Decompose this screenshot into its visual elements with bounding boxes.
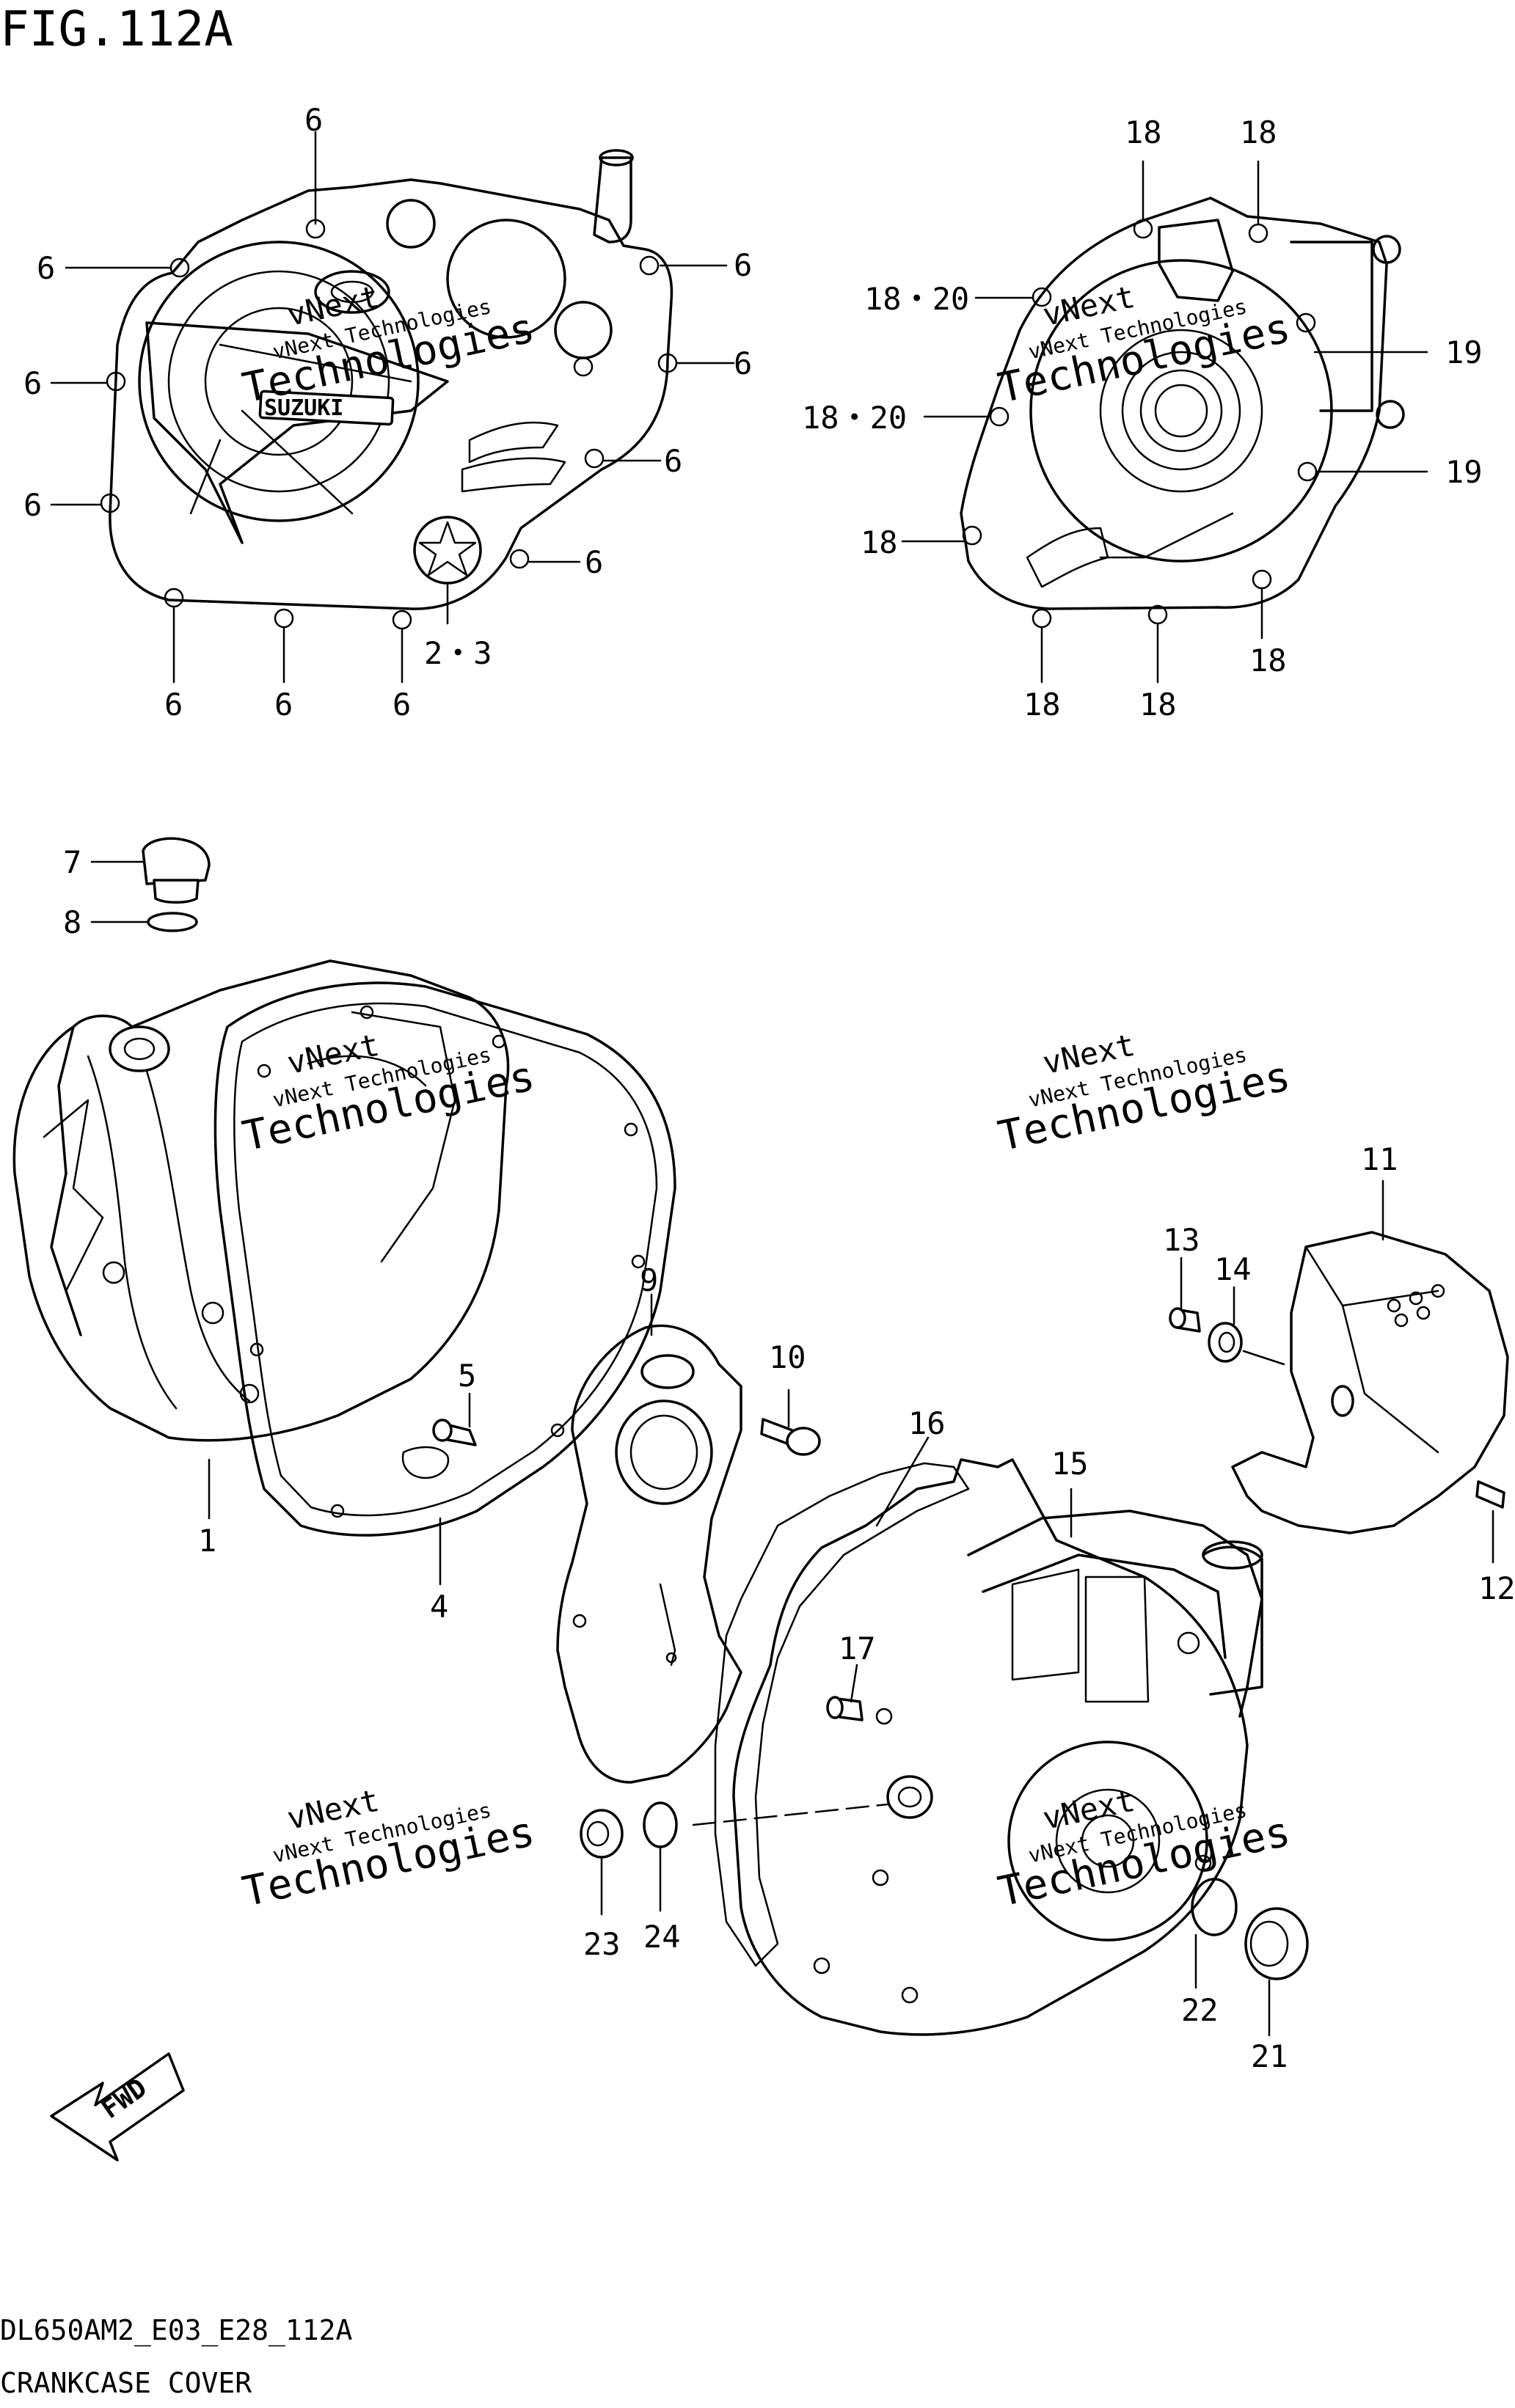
callout-18-20: 18・20 (802, 400, 907, 436)
callout-18: 18 (1139, 687, 1177, 722)
o-ring-22 (1191, 1878, 1238, 1936)
dowel-pin-17 (826, 1696, 864, 1721)
callout-1: 1 (198, 1523, 216, 1559)
callout-4: 4 (430, 1589, 448, 1625)
brand-mark: SUZUKI (264, 395, 343, 421)
callout-15: 15 (1051, 1446, 1089, 1482)
o-ring-8 (147, 912, 198, 932)
callout-6: 6 (734, 345, 752, 381)
watermark: vNext vNext Technologies Technologies (238, 1027, 539, 1161)
callout-5: 5 (458, 1358, 476, 1394)
callout-23: 23 (583, 1926, 621, 1962)
callout-6: 6 (304, 102, 323, 138)
callout-2-3: 2・3 (424, 635, 492, 671)
callout-11: 11 (1361, 1141, 1398, 1177)
callout-18: 18 (1023, 687, 1061, 722)
callout-6: 6 (37, 250, 55, 286)
watermark: vNext vNext Technologies Technologies (994, 279, 1294, 413)
plug-23 (580, 1809, 624, 1859)
callout-6: 6 (664, 443, 682, 479)
watermark: vNext vNext Technologies Technologies (994, 1027, 1294, 1161)
diagram-code: DL650AM2_E03_E28_112A (0, 2314, 353, 2347)
watermarks: vNext vNext Technologies Technologies vN… (238, 279, 1294, 1917)
callout-14: 14 (1214, 1251, 1252, 1287)
callout-12: 12 (1478, 1570, 1515, 1606)
o-ring-24 (643, 1801, 678, 1848)
callout-16: 16 (908, 1405, 946, 1441)
callout-7: 7 (63, 844, 81, 880)
watermark: vNext vNext Technologies Technologies (994, 1782, 1294, 1917)
clutch-cover-top-view: SUZUKI (100, 149, 678, 630)
callout-17: 17 (839, 1631, 876, 1666)
callout-19: 19 (1445, 334, 1483, 370)
callout-6: 6 (23, 487, 42, 523)
callout-9: 9 (640, 1262, 658, 1298)
forward-arrow-icon: FWD (50, 2052, 185, 2162)
callout-13: 13 (1163, 1222, 1200, 1258)
generator-cover-top-view (960, 197, 1405, 629)
sensor-cover-11 (1231, 1231, 1509, 1534)
callout-6: 6 (164, 687, 183, 722)
callout-6: 6 (585, 544, 603, 580)
callouts: 6 6 6 6 6 6 6 6 6 6 6 2・3 18 18 18・20 19… (23, 102, 1515, 2074)
leader-lines (50, 131, 1494, 2037)
callout-6: 6 (734, 247, 752, 283)
callout-18: 18 (1249, 643, 1287, 678)
callout-8: 8 (63, 904, 81, 940)
plug-21 (1244, 1907, 1309, 1980)
collar-14 (1208, 1322, 1243, 1363)
bolt-12 (1475, 1480, 1505, 1509)
diagram-name: CRANKCASE COVER (0, 2367, 252, 2399)
generator-cover-exploded (732, 1458, 1263, 2036)
callout-18: 18 (1240, 114, 1277, 150)
figure-title: FIG.112A (0, 1, 233, 57)
callout-6: 6 (393, 687, 411, 722)
callout-6: 6 (23, 365, 42, 401)
gasket-9 (556, 1324, 742, 1784)
callout-18-20: 18・20 (864, 281, 969, 317)
plug-alignment-line (692, 1803, 889, 1826)
callout-6: 6 (274, 687, 293, 722)
callout-10: 10 (769, 1339, 806, 1375)
bolt-13 (1169, 1307, 1201, 1333)
bolt-10 (760, 1418, 821, 1456)
watermark: vNext vNext Technologies Technologies (238, 1782, 539, 1917)
callout-19: 19 (1445, 454, 1483, 490)
oil-filler-cap (142, 837, 211, 904)
callout-18: 18 (1125, 114, 1162, 150)
callout-24: 24 (643, 1919, 681, 1955)
generator-gasket-16 (714, 1462, 970, 1967)
callout-18: 18 (861, 524, 898, 560)
cover-gasket-4 (213, 981, 676, 1537)
callout-21: 21 (1251, 2038, 1288, 2074)
dowel-pin-5 (432, 1419, 477, 1446)
callout-22: 22 (1181, 1992, 1219, 2028)
